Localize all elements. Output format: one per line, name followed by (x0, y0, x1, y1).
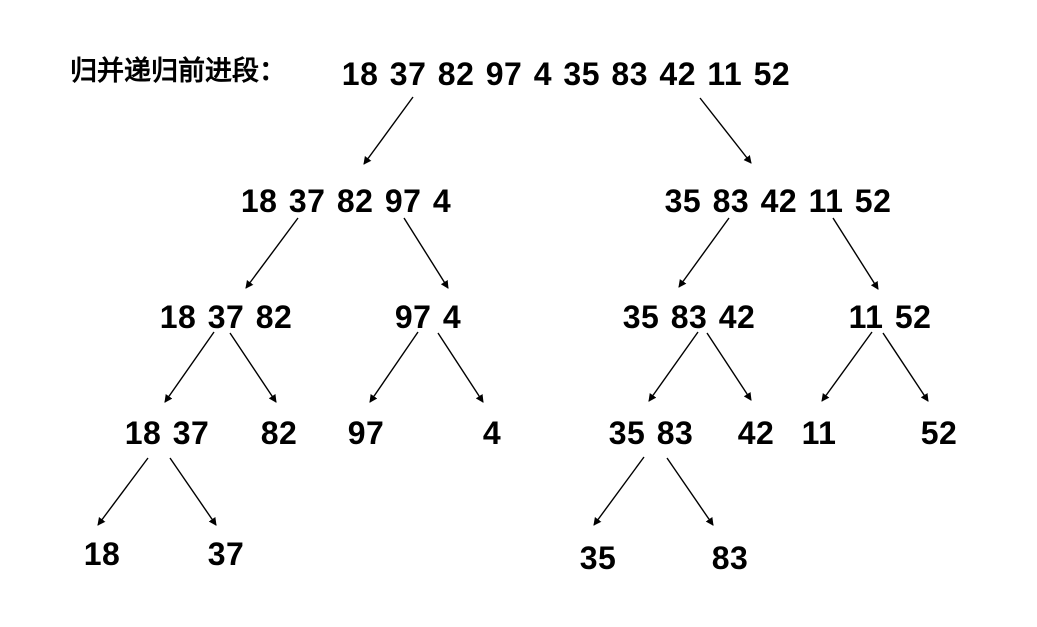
split-arrow-l2_c-l3_f (706, 332, 752, 401)
node-l2-a: 18 37 82 (159, 299, 293, 335)
node-l2-c: 35 83 42 (622, 299, 756, 335)
node-l1-left: 18 37 82 97 4 (240, 183, 452, 219)
split-arrow-l2_d-l3_g (821, 331, 873, 402)
node-l3-a: 18 37 (124, 415, 210, 451)
node-l2-d: 11 52 (848, 299, 932, 335)
node-l3-b: 82 (260, 415, 298, 451)
split-arrow-l2_a-l3_b (229, 332, 277, 403)
split-arrow-l3_a-l4_a (97, 457, 149, 526)
split-arrow-l2_d-l3_h (882, 332, 929, 402)
node-l4-d: 83 (711, 540, 749, 576)
split-arrow-l2_c-l3_e (648, 331, 699, 402)
node-l4-b: 37 (207, 536, 245, 572)
split-arrow-l3_e-l4_d (666, 457, 714, 526)
split-arrow-l1_left-l2_b (403, 217, 449, 289)
node-l4-a: 18 (83, 536, 121, 572)
split-arrow-root-l1_left (363, 96, 414, 165)
split-arrow-l3_a-l4_b (169, 457, 217, 526)
split-arrow-l2_b-l3_d (437, 332, 484, 403)
node-l3-f: 42 (737, 415, 775, 451)
node-l3-d: 4 (482, 415, 502, 451)
split-arrow-l3_e-l4_c (593, 456, 645, 526)
diagram-title: 归并递归前进段： (70, 56, 286, 86)
node-l2-b: 97 4 (394, 299, 462, 335)
split-arrow-l1_right-l2_c (678, 217, 730, 288)
node-l3-c: 97 (347, 415, 385, 451)
split-arrow-l2_b-l3_c (369, 331, 419, 403)
split-arrow-root-l1_right (699, 97, 752, 164)
split-arrow-l2_a-l3_a (164, 331, 215, 403)
split-arrow-l1_right-l2_d (832, 217, 879, 290)
split-arrow-l1_left-l2_a (245, 217, 299, 289)
node-l3-g: 11 (801, 415, 837, 451)
node-root: 18 37 82 97 4 35 83 42 11 52 (341, 56, 791, 92)
node-l3-e: 35 83 (608, 415, 694, 451)
node-l1-right: 35 83 42 11 52 (664, 183, 892, 219)
node-l4-c: 35 (579, 540, 617, 576)
node-l3-h: 52 (920, 415, 958, 451)
